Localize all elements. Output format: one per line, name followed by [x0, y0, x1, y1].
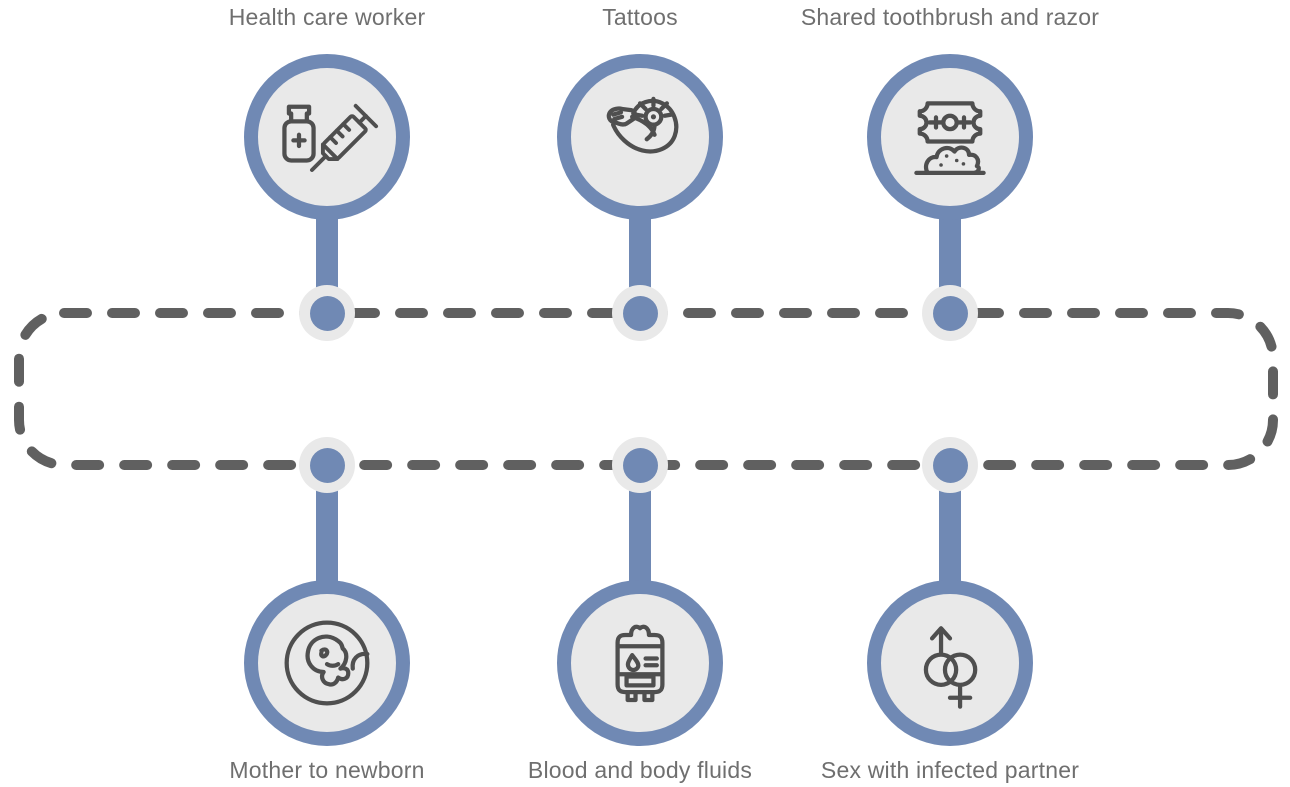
item-label: Sex with infected partner: [820, 757, 1080, 783]
connector-stem: [939, 465, 961, 663]
icon-circle: [244, 54, 410, 220]
icon-circle: [867, 54, 1033, 220]
fetus-icon: [284, 620, 370, 706]
icon-circle: [557, 580, 723, 746]
tattoo-arm-icon: [606, 96, 679, 154]
dashed-loop: [14, 308, 1278, 470]
item-label: Health care worker: [228, 4, 426, 30]
razor-foam-icon: [914, 101, 986, 175]
vial-syringe-icon: [282, 103, 379, 172]
item-label: Blood and body fluids: [527, 757, 753, 783]
connector-stem: [629, 137, 651, 313]
blood-bag-icon: [615, 624, 665, 703]
connector-stem: [629, 465, 651, 663]
icon-circle: [867, 580, 1033, 746]
connector-stem: [316, 465, 338, 663]
icon-circle: [557, 54, 723, 220]
connector-stem: [939, 137, 961, 313]
icon-circle: [244, 580, 410, 746]
item-label: Tattoos: [602, 4, 678, 30]
item-label: Mother to newborn: [229, 757, 425, 783]
connector-stem: [316, 137, 338, 313]
gender-symbols-icon: [923, 626, 978, 709]
item-label: Shared toothbrush and razor: [800, 4, 1100, 30]
